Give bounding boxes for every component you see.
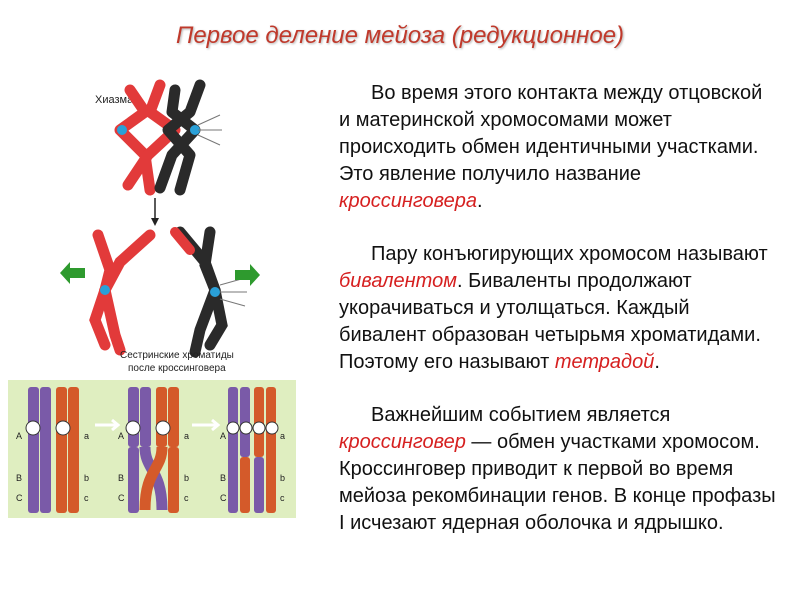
- separated-chromosomes: [89, 226, 247, 358]
- figure-caption-line1: Сестринские хроматиды: [120, 350, 234, 361]
- gene-label-B-1: B: [16, 473, 22, 483]
- term-crossing-over-2: кроссинговер: [339, 431, 466, 453]
- figure-caption-line2: после кроссинговера: [128, 363, 226, 374]
- gene-label-a-3: a: [280, 431, 285, 441]
- gene-label-C-3: C: [220, 493, 227, 503]
- gene-label-A-3: A: [220, 431, 226, 441]
- chiasma-label: Хиазма: [95, 94, 134, 106]
- arrow-right-icon: [235, 264, 260, 286]
- term-tetrad: тетрадой: [554, 351, 655, 373]
- gene-label-c-1: c: [84, 493, 89, 503]
- gene-label-a-2: a: [184, 431, 189, 441]
- gene-label-a-1: a: [84, 431, 89, 441]
- arrow-left-icon: [60, 262, 85, 284]
- term-bivalent: бивалентом: [339, 270, 457, 292]
- chiasma-illustration: [114, 79, 222, 196]
- gene-label-B-2: B: [118, 473, 124, 483]
- gene-label-c-2: c: [184, 493, 189, 503]
- gene-label-B-3: B: [220, 473, 226, 483]
- gene-label-c-3: c: [280, 493, 285, 503]
- gene-label-A-1: A: [16, 431, 22, 441]
- paragraph-key-event: Важнейшим событием является кроссинговер…: [339, 404, 776, 534]
- gene-label-b-3: b: [280, 473, 285, 483]
- gene-label-b-1: b: [84, 473, 89, 483]
- term-crossing-over: кроссинговера: [339, 190, 477, 212]
- paragraph-bivalent: Пару конъюгирующих хромосом называют бив…: [339, 243, 768, 373]
- gene-label-b-2: b: [184, 473, 189, 483]
- gene-label-C-1: C: [16, 493, 23, 503]
- gene-label-A-2: A: [118, 431, 124, 441]
- gene-label-C-2: C: [118, 493, 125, 503]
- paragraph-crossing-over: Во время этого контакта между отцовской …: [339, 82, 763, 212]
- main-text: Во время этого контакта между отцовской …: [339, 80, 779, 537]
- meiosis-figure: Хиазма Сестринские хроматиды после кросс…: [8, 79, 296, 518]
- crossing-over-panel: A B C a b c A B C a b c A B C a b c: [8, 380, 296, 518]
- page-title: Первое деление мейоза (редукционное): [175, 22, 625, 49]
